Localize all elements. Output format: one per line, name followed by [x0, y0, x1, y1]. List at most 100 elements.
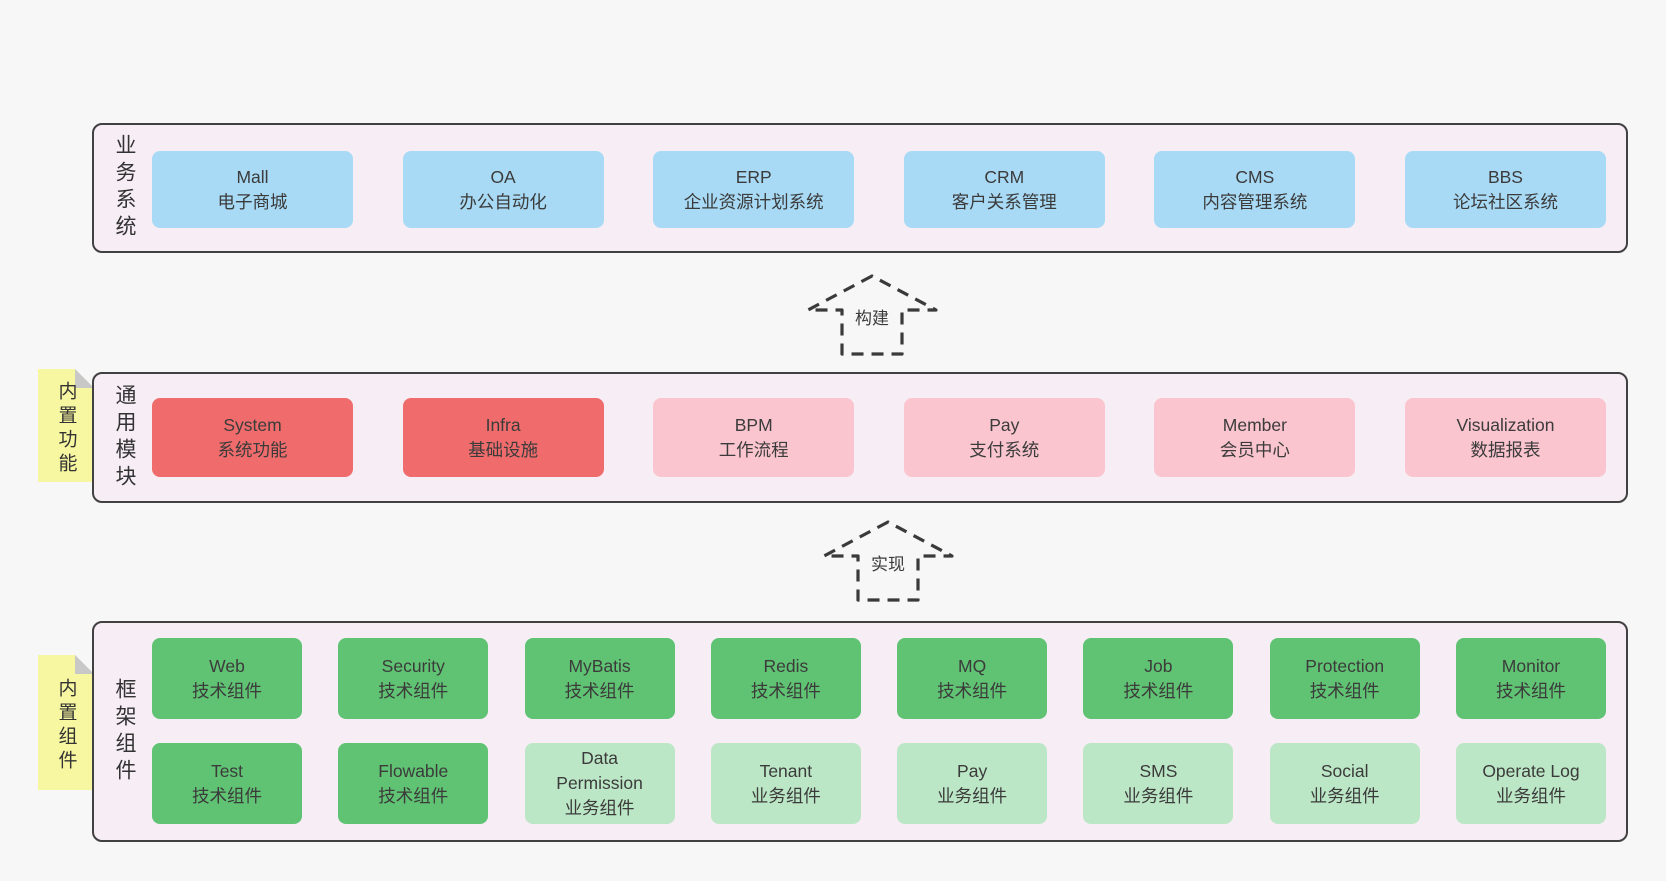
box-operate-log: Operate Log 业务组件 — [1455, 743, 1606, 824]
box-test: Test 技术组件 — [152, 743, 302, 824]
box-title: Operate Log — [1482, 760, 1580, 781]
box-system: System 系统功能 — [152, 398, 353, 477]
box-subtitle: 技术组件 — [1309, 680, 1380, 701]
box-bpm: BPM 工作流程 — [653, 398, 855, 477]
box-subtitle: 技术组件 — [750, 680, 821, 701]
box-subtitle: 业务组件 — [937, 785, 1008, 806]
layer-common-modules: 通用模块 System 系统功能 Infra 基础设施 BPM 工作流程 Pay… — [92, 372, 1628, 503]
box-title: BBS — [1487, 166, 1523, 187]
box-visualization: Visualization 数据报表 — [1404, 398, 1606, 477]
box-social: Social 业务组件 — [1269, 743, 1420, 824]
framework-components-row-1: Web 技术组件 Security 技术组件 MyBatis 技术组件 Redi… — [152, 638, 1606, 719]
box-subtitle: 技术组件 — [1495, 680, 1566, 701]
box-redis: Redis 技术组件 — [710, 638, 861, 719]
box-title: MQ — [958, 655, 987, 676]
box-pay-business: Pay 业务组件 — [897, 743, 1048, 824]
box-title: System — [223, 414, 282, 435]
box-title: Protection — [1305, 655, 1385, 676]
box-security: Security 技术组件 — [338, 638, 489, 719]
box-subtitle: 技术组件 — [937, 680, 1008, 701]
sticky-note-builtin-components: 内置组件 — [38, 655, 94, 790]
box-title: Redis — [763, 655, 809, 676]
box-title: Member — [1222, 414, 1287, 435]
box-title: CMS — [1235, 166, 1275, 187]
box-title: Social — [1320, 760, 1369, 781]
box-title: MyBatis — [568, 655, 631, 676]
box-subtitle: 业务组件 — [564, 797, 635, 818]
box-subtitle: 基础设施 — [468, 439, 539, 460]
box-title: SMS — [1139, 760, 1178, 781]
box-title: Job — [1144, 655, 1173, 676]
box-cms: CMS 内容管理系统 — [1154, 151, 1356, 228]
box-title: Flowable — [378, 760, 449, 781]
build-arrow-icon: 构建 — [802, 272, 942, 358]
box-title: Pay — [989, 414, 1020, 435]
box-subtitle: 系统功能 — [217, 439, 288, 460]
box-subtitle: 企业资源计划系统 — [683, 191, 824, 212]
box-subtitle: 内容管理系统 — [1202, 191, 1308, 212]
box-title: Data Permission — [556, 748, 643, 794]
box-oa: OA 办公自动化 — [402, 151, 604, 228]
box-pay: Pay 支付系统 — [903, 398, 1105, 477]
layer-business-systems: 业务系统 Mall 电子商城 OA 办公自动化 ERP 企业资源计划系统 CRM… — [92, 123, 1628, 253]
box-member: Member 会员中心 — [1154, 398, 1356, 477]
box-subtitle: 办公自动化 — [459, 191, 547, 212]
box-title: Visualization — [1456, 414, 1555, 435]
box-infra: Infra 基础设施 — [402, 398, 604, 477]
box-job: Job 技术组件 — [1083, 638, 1234, 719]
box-title: Pay — [957, 760, 988, 781]
box-subtitle: 技术组件 — [378, 785, 449, 806]
box-title: ERP — [735, 166, 772, 187]
box-data-permission: Data Permission 业务组件 — [524, 743, 675, 824]
arrow-label: 实现 — [867, 549, 909, 576]
box-subtitle: 技术组件 — [1123, 680, 1194, 701]
box-subtitle: 业务组件 — [750, 785, 821, 806]
box-title: CRM — [984, 166, 1025, 187]
box-subtitle: 技术组件 — [378, 680, 449, 701]
box-subtitle: 业务组件 — [1495, 785, 1566, 806]
layer-label: 框架组件 — [113, 677, 136, 786]
box-title: Tenant — [759, 760, 813, 781]
box-subtitle: 支付系统 — [969, 439, 1040, 460]
framework-components-row-2: Test 技术组件 Flowable 技术组件 Data Permission … — [152, 743, 1606, 824]
box-subtitle: 技术组件 — [192, 785, 262, 806]
box-web: Web 技术组件 — [152, 638, 302, 719]
box-subtitle: 会员中心 — [1219, 439, 1290, 460]
sticky-label: 内置功能 — [55, 380, 77, 477]
box-protection: Protection 技术组件 — [1269, 638, 1420, 719]
box-title: Test — [210, 760, 244, 781]
arrow-label: 构建 — [851, 303, 893, 330]
box-subtitle: 电子商城 — [217, 191, 288, 212]
box-flowable: Flowable 技术组件 — [338, 743, 489, 824]
box-title: Web — [209, 655, 245, 676]
box-subtitle: 业务组件 — [1123, 785, 1194, 806]
box-subtitle: 工作流程 — [718, 439, 789, 460]
box-sms: SMS 业务组件 — [1083, 743, 1234, 824]
box-subtitle: 数据报表 — [1470, 439, 1541, 460]
box-monitor: Monitor 技术组件 — [1455, 638, 1606, 719]
box-subtitle: 业务组件 — [1309, 785, 1380, 806]
box-mq: MQ 技术组件 — [897, 638, 1048, 719]
box-bbs: BBS 论坛社区系统 — [1404, 151, 1606, 228]
box-mall: Mall 电子商城 — [152, 151, 353, 228]
folded-corner-icon — [75, 655, 94, 674]
box-subtitle: 技术组件 — [192, 680, 262, 701]
box-subtitle: 客户关系管理 — [951, 191, 1057, 212]
folded-corner-icon — [75, 369, 94, 388]
box-subtitle: 论坛社区系统 — [1452, 191, 1558, 212]
box-tenant: Tenant 业务组件 — [710, 743, 861, 824]
business-systems-row: Mall 电子商城 OA 办公自动化 ERP 企业资源计划系统 CRM 客户关系… — [152, 151, 1606, 228]
box-crm: CRM 客户关系管理 — [903, 151, 1105, 228]
common-modules-row: System 系统功能 Infra 基础设施 BPM 工作流程 Pay 支付系统… — [152, 398, 1606, 477]
layer-framework-components: 框架组件 Web 技术组件 Security 技术组件 MyBatis 技术组件… — [92, 621, 1628, 842]
box-title: BPM — [734, 414, 773, 435]
sticky-note-builtin-features: 内置功能 — [38, 369, 94, 482]
sticky-label: 内置组件 — [55, 677, 77, 774]
box-erp: ERP 企业资源计划系统 — [653, 151, 855, 228]
box-mybatis: MyBatis 技术组件 — [524, 638, 675, 719]
box-title: Mall — [236, 166, 269, 187]
box-subtitle: 技术组件 — [564, 680, 635, 701]
layer-label: 通用模块 — [113, 383, 136, 492]
layer-label: 业务系统 — [113, 134, 136, 242]
